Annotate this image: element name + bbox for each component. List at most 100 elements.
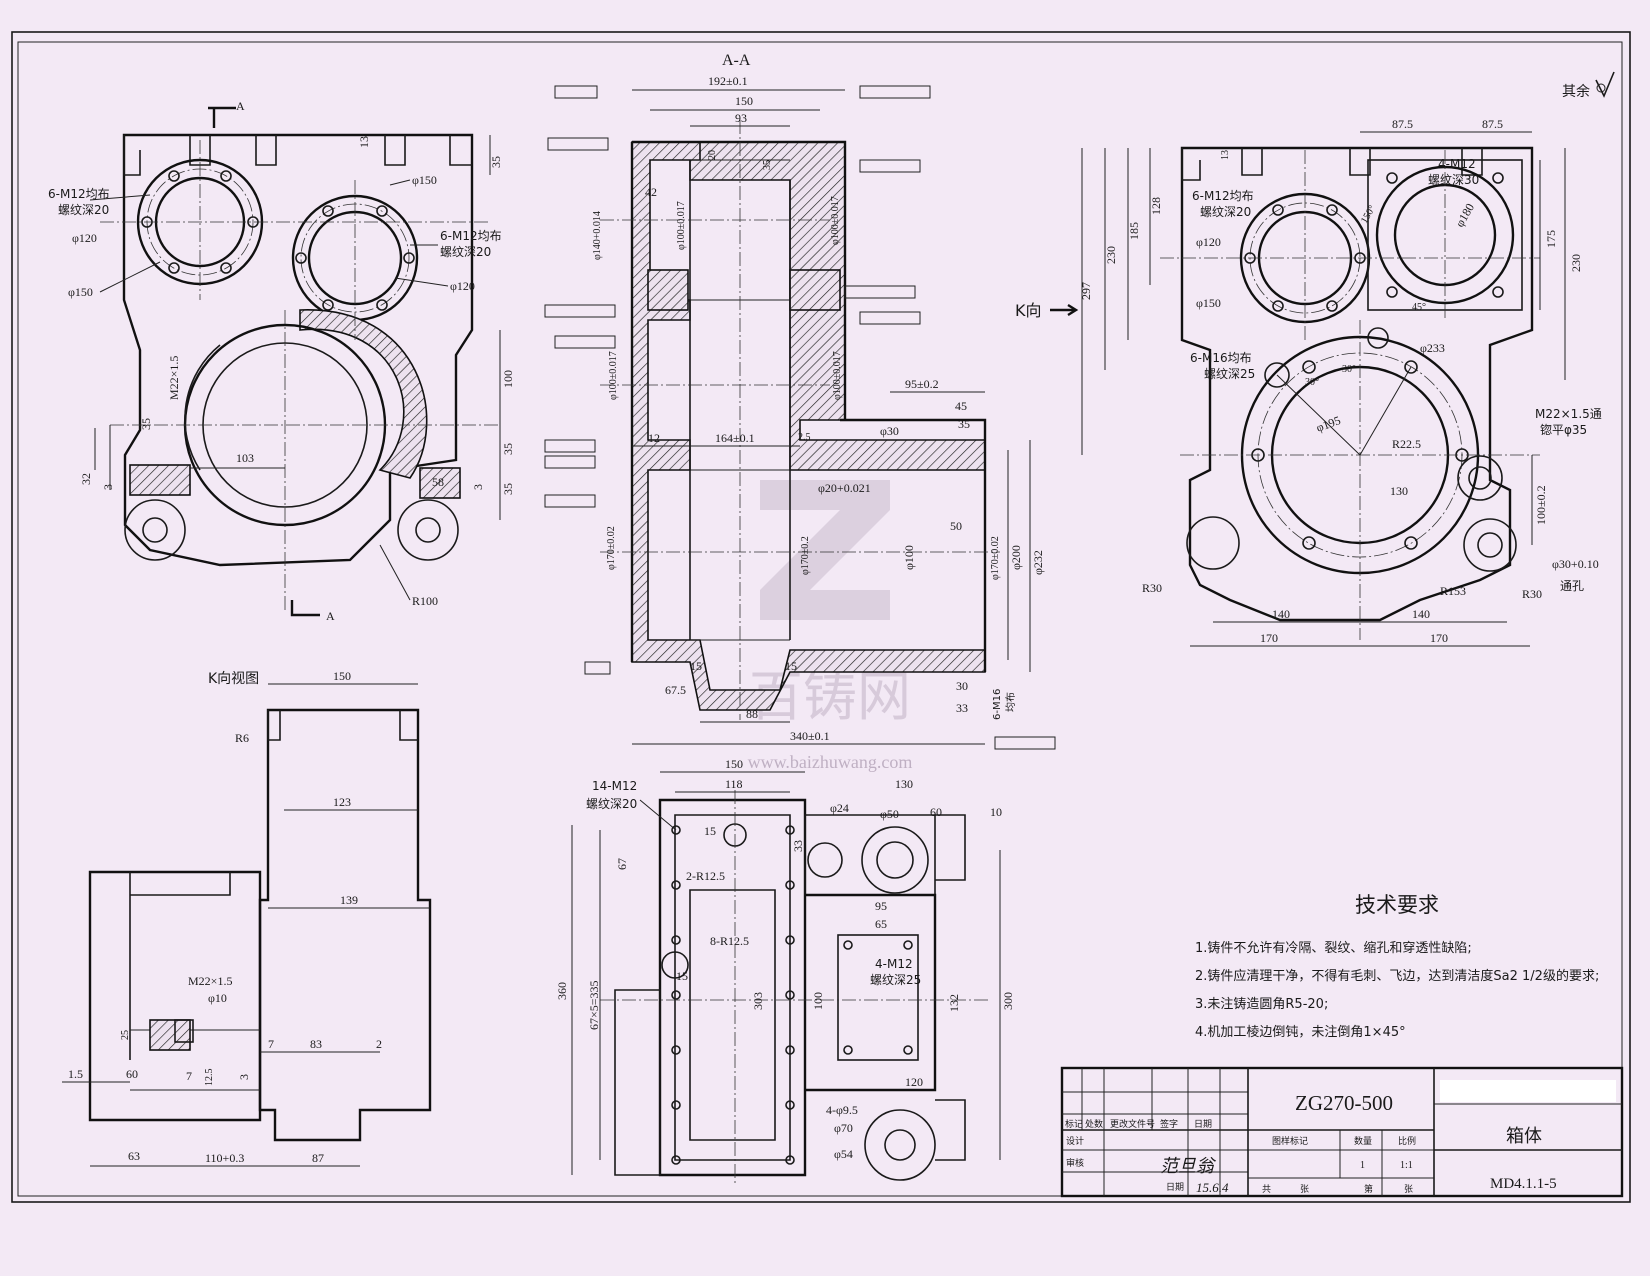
front-view: A	[48, 99, 515, 623]
sec-dim-16: φ20+0.021	[818, 481, 871, 495]
bv-dim-18: 300	[1001, 992, 1015, 1010]
bv-note-4: 4-M12	[875, 957, 913, 971]
rv-dim-25: 140	[1272, 607, 1290, 621]
tb-qty: 1	[1360, 1160, 1365, 1171]
bottom-view: 14-M12 螺纹深20 2-R12.5 8-R12.5 4-M12 螺纹深25…	[555, 757, 1015, 1185]
kv-dim-12: 83	[310, 1037, 322, 1051]
sec-dim-21: 2.5	[798, 432, 811, 443]
sec-dim-24: φ200	[1009, 545, 1023, 570]
bv-dim-1: 118	[725, 777, 743, 791]
right-view: K向	[1015, 117, 1602, 647]
kv-dim-10: 12.5	[204, 1069, 215, 1087]
sec-dim-8: φ100±0.017	[830, 196, 841, 245]
tb-doc-code: MD4.1.1-5	[1490, 1176, 1557, 1192]
kv-dim-7: 60	[126, 1067, 138, 1081]
bv-dim-2: 130	[895, 777, 913, 791]
rv-dim-14: φ233	[1420, 341, 1445, 355]
bv-dim-4: φ50	[880, 807, 899, 821]
tb-col-1: 数量	[1354, 1135, 1372, 1147]
kv-dim-1: R6	[235, 731, 249, 745]
sec-dim-18: 95±0.2	[905, 377, 939, 391]
tech-req-title: 技术要求	[1355, 893, 1439, 917]
bv-dim-0: 150	[725, 757, 743, 771]
front-note-3: 6-M12均布	[440, 229, 502, 243]
rv-dim-21: φ30+0.10	[1552, 557, 1599, 571]
sec-dim-0: 192±0.1	[708, 74, 748, 88]
bv-dim-9: 15	[704, 824, 716, 838]
kv-dim-4: M22×1.5	[188, 974, 232, 988]
front-note-1: 6-M12均布	[48, 187, 110, 201]
rv-dim-8: 230	[1104, 246, 1118, 264]
sec-dim-6: φ140+0.014	[592, 211, 603, 260]
bv-dim-6: 10	[990, 805, 1002, 819]
front-dim-6: 32	[79, 473, 93, 485]
rv-dim-7: 230	[1569, 254, 1583, 272]
rv-dim-11: 297	[1079, 282, 1093, 300]
rv-dim-2: 13	[1220, 150, 1231, 160]
bv-dim-5: 60	[930, 805, 942, 819]
rv-note-2: 6-M12均布	[1192, 189, 1254, 203]
rv-dim-10: 128	[1149, 197, 1163, 215]
front-dim-11: 35	[501, 443, 515, 455]
tb-row-0: 设计	[1066, 1135, 1084, 1147]
rv-dim-24: R153	[1440, 584, 1466, 598]
sec-dim-32: 340±0.1	[790, 729, 830, 743]
front-dim-4: M22×1.5	[167, 356, 181, 400]
bv-dim-8: 33	[791, 840, 805, 852]
roughness-symbol-icon	[1595, 71, 1615, 98]
rv-dim-16: 30°	[1342, 364, 1356, 375]
rv-dim-17: φ195	[1314, 413, 1342, 435]
sec-dim-29: 15	[785, 659, 797, 673]
bv-dim-16: 360	[555, 982, 569, 1000]
tech-requirements: 技术要求 1.铸件不允许有冷隔、裂纹、缩孔和穿透性缺陷; 2.铸件应清理干净，不…	[1195, 893, 1599, 1040]
kv-dim-3: 139	[340, 893, 358, 907]
rv-note-3: 螺纹深20	[1200, 205, 1251, 219]
sec-dim-14: φ170±0.2	[800, 536, 811, 575]
tb-sheet-total: 共	[1262, 1184, 1271, 1195]
front-dim-13: 3	[471, 484, 485, 490]
sec-dim-28: 15	[690, 659, 702, 673]
sec-dim-19: 45	[955, 399, 967, 413]
rv-dim-6: 175	[1544, 230, 1558, 248]
tb-head-0: 标记	[1065, 1118, 1083, 1130]
sec-dim-5: 42	[645, 185, 657, 199]
tb-row-1: 审核	[1066, 1157, 1084, 1169]
kv-dim-17: 87	[312, 1151, 324, 1165]
bv-dim-19: 120	[905, 1075, 923, 1089]
front-note-4: 螺纹深20	[440, 245, 491, 259]
rv-note-8: 通孔	[1560, 579, 1584, 593]
title-block: 标记 处数 更改文件号 签字 日期 设计 审核 日期 范旦翁 15.6.4 ZG…	[1060, 1066, 1624, 1198]
front-dim-3: φ120	[450, 279, 475, 293]
tb-head-2: 更改文件号	[1110, 1118, 1155, 1130]
section-mark-a-top: A	[236, 99, 245, 113]
kv-dim-16: 110+0.3	[205, 1151, 244, 1165]
front-dim-14: R100	[412, 594, 438, 608]
sec-dim-1: 150	[735, 94, 753, 108]
rv-note-1: 螺纹深30	[1428, 173, 1479, 187]
tech-req-item-2: 2.铸件应清理干净，不得有毛刺、飞边，达到清洁度Sa2 1/2级的要求;	[1195, 968, 1599, 984]
tb-sheet-no-label: 张	[1404, 1184, 1413, 1195]
tb-signature: 范旦翁	[1160, 1156, 1217, 1177]
bv-dim-20: φ70	[834, 1121, 853, 1135]
tb-head-3: 签字	[1160, 1118, 1178, 1130]
rv-dim-5: 45°	[1412, 302, 1426, 313]
tb-row-2: 日期	[1166, 1182, 1184, 1193]
tb-col-0: 图样标记	[1272, 1135, 1308, 1147]
bv-dim-15: 132	[947, 994, 961, 1012]
rv-dim-0: 87.5	[1392, 117, 1413, 131]
rv-dim-28: 170	[1430, 631, 1448, 645]
tech-req-item-1: 1.铸件不允许有冷隔、裂纹、缩孔和穿透性缺陷;	[1195, 940, 1472, 956]
tech-req-item-3: 3.未注铸造圆角R5-20;	[1195, 996, 1328, 1012]
rv-dim-26: 140	[1412, 607, 1430, 621]
bv-dim-3: φ24	[830, 801, 849, 815]
bv-dim-13: 100	[811, 992, 825, 1010]
rv-dim-9: 185	[1127, 222, 1141, 240]
kv-dim-8: 1.5	[68, 1067, 83, 1081]
tb-head-1: 处数	[1085, 1118, 1103, 1130]
sec-dim-7: φ100±0.017	[676, 201, 687, 250]
bv-dim-21: φ54	[834, 1147, 853, 1161]
rv-dim-3: φ180	[1452, 201, 1477, 230]
rv-dim-1: 87.5	[1482, 117, 1503, 131]
front-dim-2: φ150	[412, 173, 437, 187]
